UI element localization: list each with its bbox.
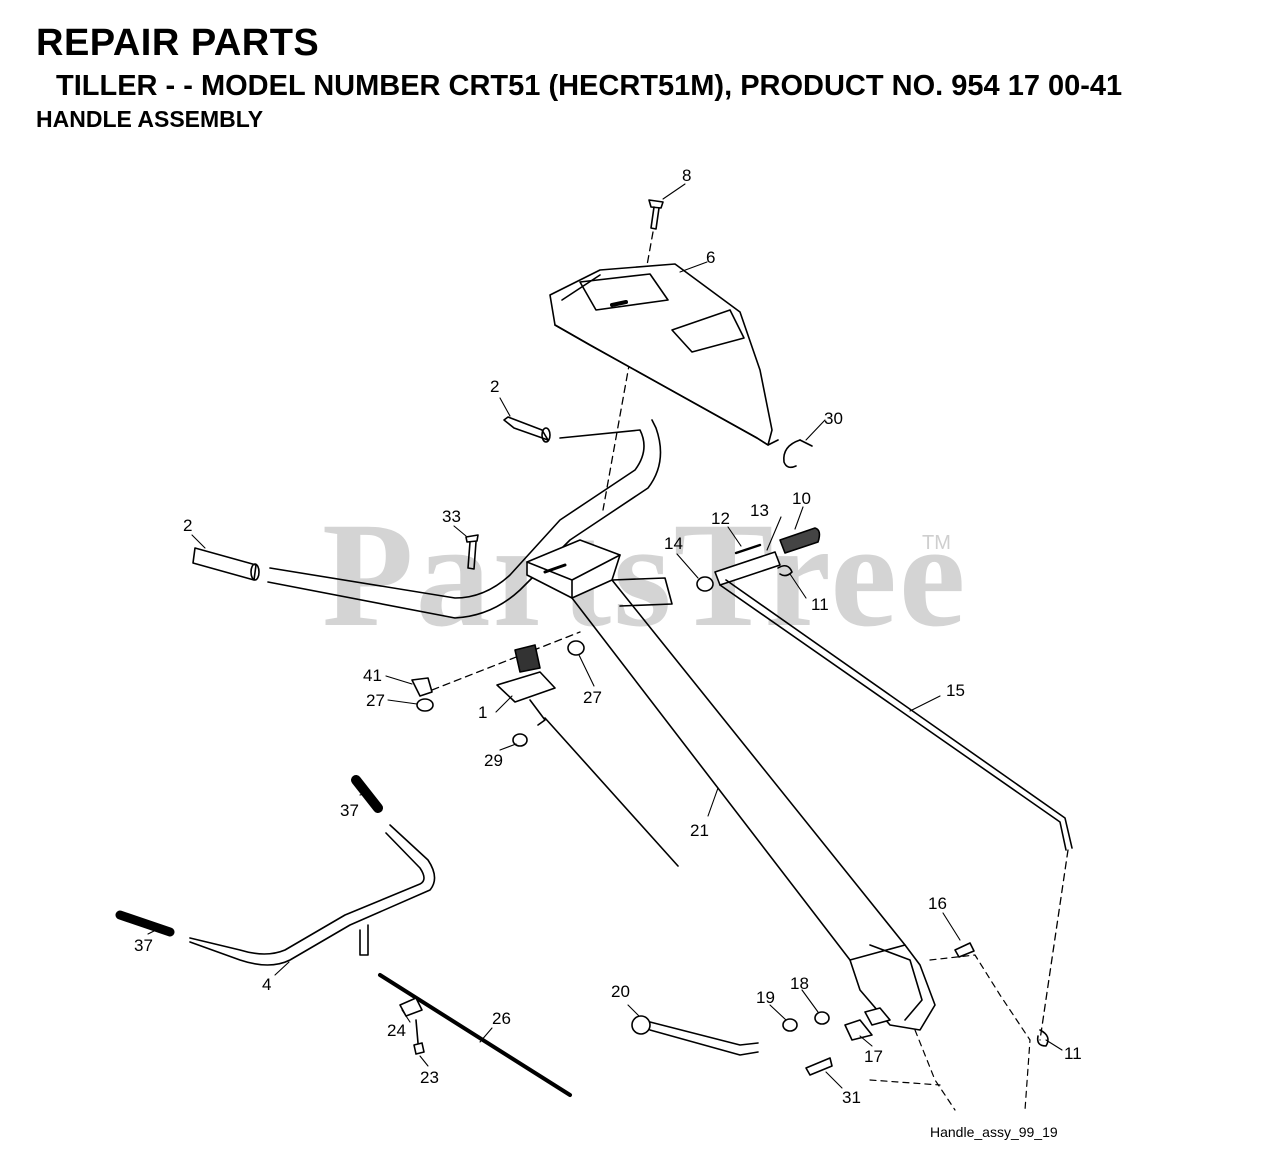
part-bolt-16[interactable] [954,942,975,958]
part-depth-bar-20[interactable] [631,1015,759,1056]
part-label: 16 [928,894,947,913]
part-label: 8 [682,166,691,185]
tiller-frame-outline [869,954,1031,1111]
part-label: 12 [711,509,730,528]
part-spacer-14[interactable] [696,576,714,592]
part-handle-mount[interactable] [526,539,673,607]
part-label: 4 [262,975,271,994]
part-label: 20 [611,982,630,1001]
part-label: 21 [690,821,709,840]
part-label: 27 [366,691,385,710]
part-label: 2 [183,516,192,535]
part-lever-13[interactable] [714,551,781,586]
part-clip-11-lower[interactable] [1036,1029,1049,1047]
part-label: 27 [583,688,602,707]
part-nut-27-right[interactable] [567,640,585,656]
part-label: 19 [756,988,775,1007]
part-control-bracket-1[interactable] [496,644,679,867]
part-clip-11-upper[interactable] [777,564,793,577]
part-clamp-41[interactable] [411,677,433,697]
part-nut-29[interactable] [512,733,528,747]
part-label: 37 [340,801,359,820]
drawing-id: Handle_assy_99_19 [930,1124,1058,1140]
part-label: 6 [706,248,715,267]
leader-lines [147,183,1063,1089]
part-label: 2 [490,377,499,396]
part-label: 10 [792,489,811,508]
part-clip-30[interactable] [783,439,813,469]
part-grip-2-upper[interactable] [503,416,551,443]
part-bolt-23[interactable] [413,1019,425,1055]
part-label: 41 [363,666,382,685]
part-label: 30 [824,409,843,428]
part-label: 29 [484,751,503,770]
section-title: HANDLE ASSEMBLY [36,106,264,132]
part-label: 11 [811,595,829,614]
part-label: 18 [790,974,809,993]
part-label: 13 [750,501,769,520]
part-label: 15 [946,681,965,700]
model-subtitle: TILLER - - MODEL NUMBER CRT51 (HECRT51M)… [56,70,1123,102]
part-rod-15[interactable] [719,579,1073,851]
part-label: 24 [387,1021,406,1040]
part-label: 33 [442,507,461,526]
part-label: 31 [842,1088,861,1107]
page-title: REPAIR PARTS [36,22,320,64]
part-grip-37-upper[interactable] [351,775,383,813]
part-label: 1 [478,703,487,722]
part-labels: 8 6 2 30 2 33 12 13 10 14 11 41 27 1 27 … [134,166,1082,1107]
part-label: 23 [420,1068,439,1087]
watermark-logo: PartsTree [322,492,968,658]
part-plate-17[interactable] [844,1007,891,1041]
part-label: 14 [664,534,683,553]
part-handlebar[interactable] [267,419,662,619]
part-label: 26 [492,1009,511,1028]
part-label: 11 [1064,1044,1082,1063]
part-shift-rod-26[interactable] [378,973,572,1097]
part-grip-2-left[interactable] [192,547,260,581]
part-grip-37-left[interactable] [115,910,175,937]
part-console-6[interactable] [549,263,779,446]
part-shift-lever-4[interactable] [189,824,436,966]
part-handle-tube-21[interactable] [571,579,936,1031]
part-label: 17 [864,1047,883,1066]
part-bolt-31[interactable] [805,1057,833,1076]
part-washer-19[interactable] [782,1018,798,1032]
part-screw-8[interactable] [648,199,664,230]
part-nut-18[interactable] [814,1011,830,1025]
part-grip-10[interactable] [779,527,821,554]
part-screw-12[interactable] [734,543,762,555]
part-bolt-33[interactable] [465,534,479,570]
part-nut-27-left[interactable] [416,698,434,712]
part-label: 37 [134,936,153,955]
trademark-mark: TM [922,532,951,554]
